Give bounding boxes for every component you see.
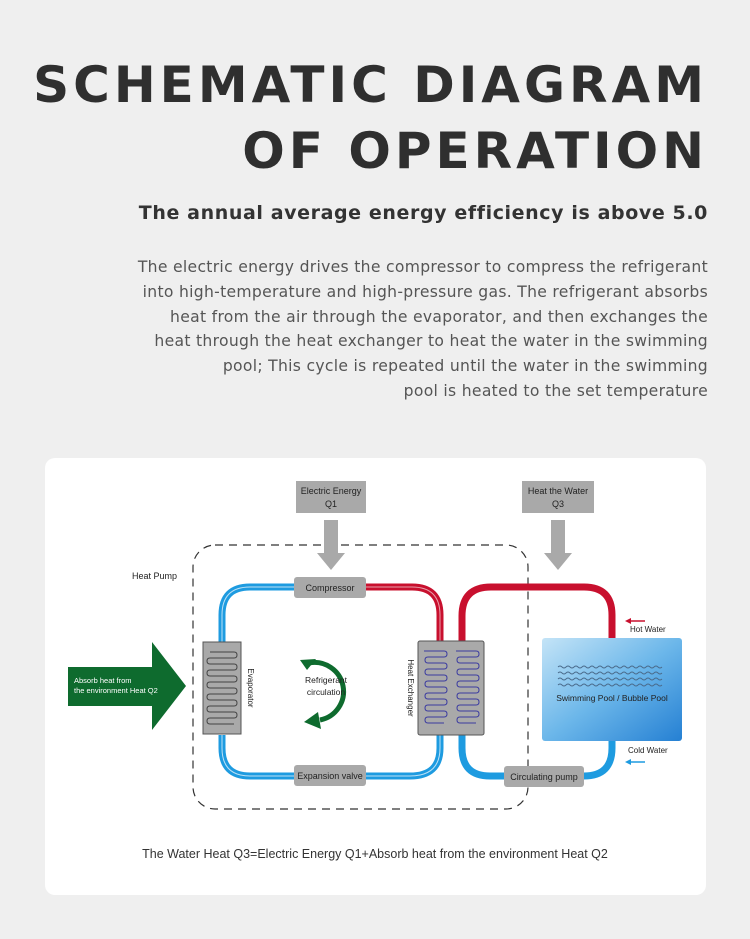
electric-energy-box [296,481,366,513]
circulating-pump-label: Circulating pump [510,772,578,782]
hot-refrigerant-pipe [366,583,444,641]
description-line: into high-temperature and high-pressure … [142,282,708,301]
expansion-valve-box [294,765,366,786]
heat-water-label: Heat the Water [528,486,588,496]
arrow-down-icon [317,520,345,570]
water-wave-icon [557,665,663,687]
description: The electric energy drives the compresso… [58,255,708,404]
heat-pump-label: Heat Pump [132,571,177,581]
cold-water-label: Cold Water [628,746,668,755]
refrigerant-label: Refrigerant [305,675,348,685]
description-line: pool; This cycle is repeated until the w… [222,357,708,376]
heat-water-box [522,481,594,513]
title-line-1: SCHEMATIC DIAGRAM [33,56,708,114]
expansion-valve-label: Expansion valve [297,771,363,781]
arrow-down-icon [544,520,572,570]
heat-water-q3: Q3 [552,499,564,509]
compressor-label: Compressor [305,583,354,593]
heat-exchanger-coil-icon [417,640,485,736]
cold-refrigerant-pipe [218,583,444,780]
evaporator-coil-icon [202,641,242,735]
circulation-arrow-icon [300,659,347,729]
heat-formula: The Water Heat Q3=Electric Energy Q1+Abs… [142,847,608,861]
heat-exchanger-label: Heat Exchanger [406,659,415,717]
circulating-pump-box [504,766,584,787]
evaporator-label: Evaporator [246,668,255,707]
page-title: SCHEMATIC DIAGRAM OF OPERATION [33,52,708,184]
absorb-heat-label: Absorb heat from [74,676,132,685]
description-line: heat through the heat exchanger to heat … [154,332,708,351]
hot-water-pipe [458,583,616,641]
title-line-2: OF OPERATION [242,122,708,180]
cold-water-arrowhead-icon [625,759,631,765]
compressor-box [294,577,366,598]
absorb-heat-q2: the environment Heat Q2 [74,686,158,695]
swimming-pool [542,638,682,741]
efficiency-subtitle: The annual average energy efficiency is … [138,202,708,224]
pool-label: Swimming Pool / Bubble Pool [556,693,668,703]
hot-water-arrowhead-icon [625,618,631,624]
hot-water-label: Hot Water [630,625,666,634]
description-line: The electric energy drives the compresso… [137,258,708,276]
description-line: pool is heated to the set temperature [403,381,708,400]
circulation-label: circulation [307,687,346,697]
electric-energy-q1: Q1 [325,499,337,509]
electric-energy-label: Electric Energy [301,486,362,496]
description-line: heat from the air through the evaporator… [170,307,708,326]
schematic-svg: Electric Energy Q1 Heat the Water Q3 Hea… [68,481,682,861]
heat-pump-boundary [192,544,529,810]
cold-water-pipe [458,735,616,780]
absorb-heat-arrow-icon [68,642,186,730]
diagram-card: Electric Energy Q1 Heat the Water Q3 Hea… [45,458,706,895]
